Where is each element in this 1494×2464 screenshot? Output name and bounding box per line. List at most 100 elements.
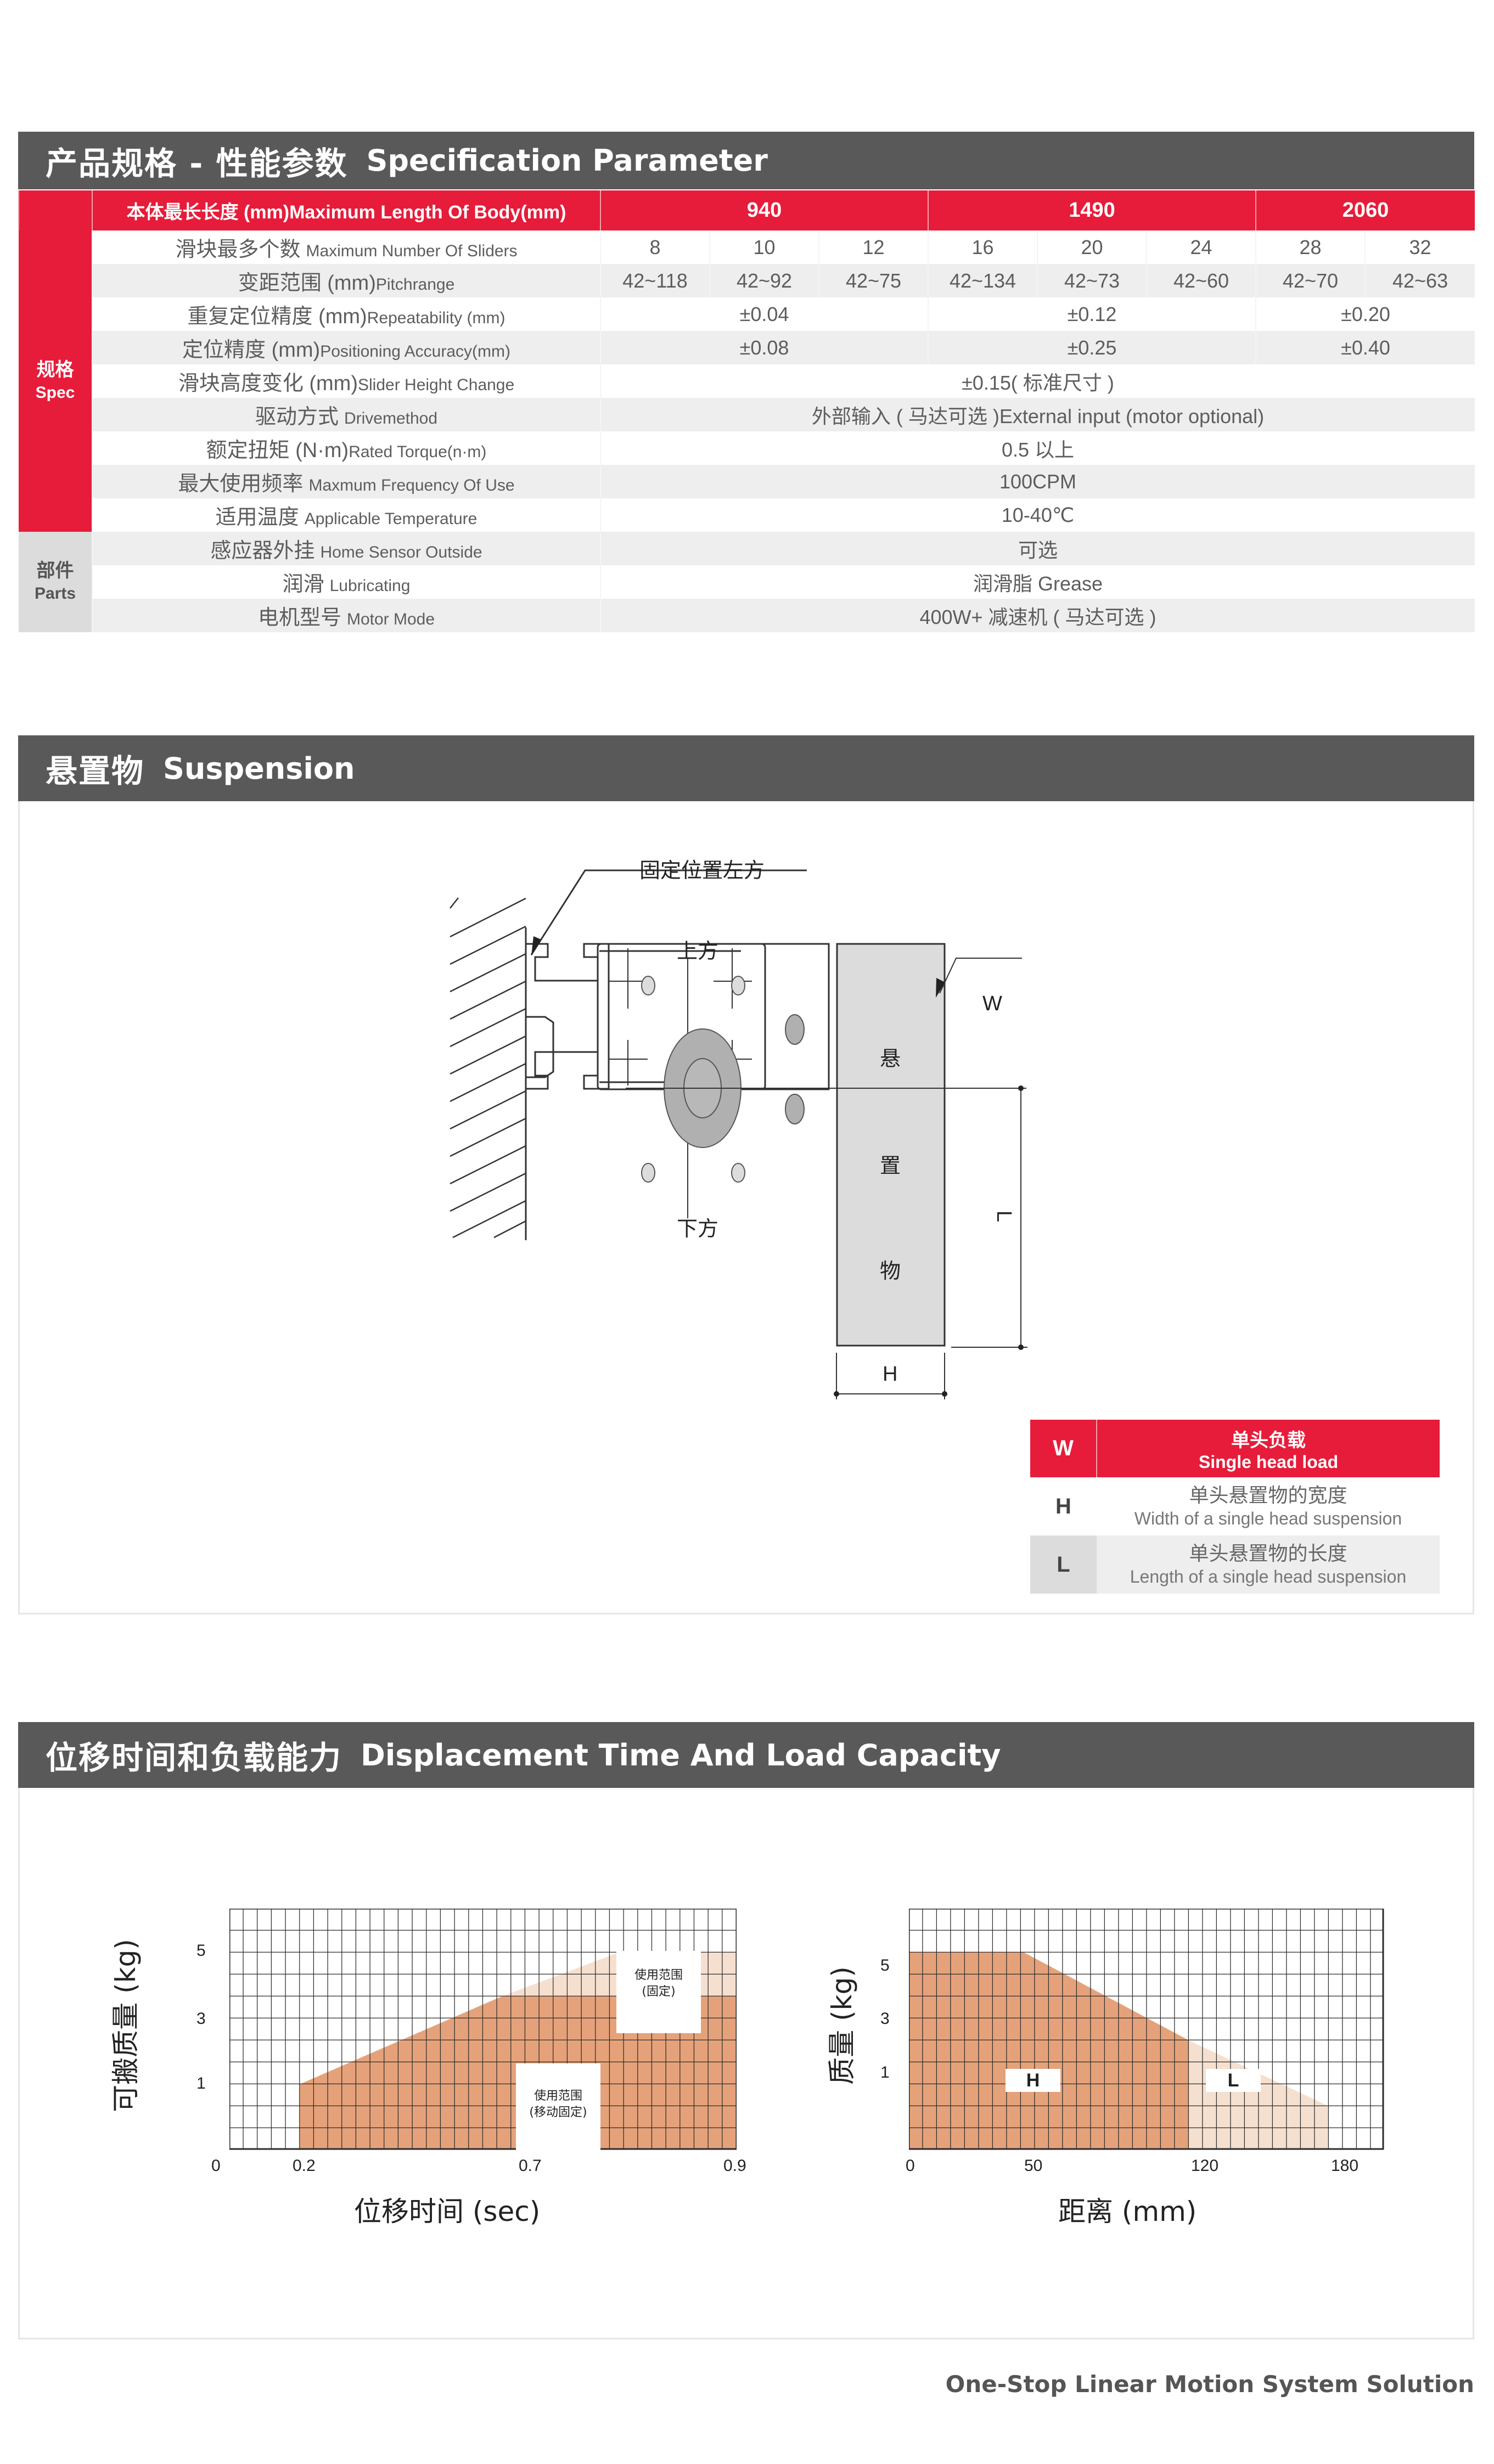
cell: 16 <box>928 230 1038 264</box>
fixed-position-label: 固定位置左方 <box>639 858 765 882</box>
y-tick: 5 <box>880 1956 890 1974</box>
dim-h-label: H <box>883 1363 898 1386</box>
row-label: 最大使用频率 Maxmum Frequency Of Use <box>92 465 600 498</box>
cell: 42~60 <box>1146 264 1256 297</box>
legend-row-l: L 单头悬置物的长度 Length of a single head suspe… <box>1030 1535 1440 1594</box>
cell: 10 <box>709 230 819 264</box>
x-tick: 0.9 <box>723 2157 746 2175</box>
x-tick: 0.7 <box>519 2157 542 2175</box>
length-1490: 1490 <box>928 190 1256 230</box>
chart-distance-load <box>909 1909 1384 2150</box>
y-tick: 5 <box>196 1942 206 1960</box>
object-char-2: 置 <box>880 1154 901 1178</box>
y-tick: 3 <box>196 2010 206 2028</box>
footer-tagline: One-Stop Linear Motion System Solution <box>945 2371 1474 2398</box>
legend-zh: 单头悬置物的宽度 <box>1189 1484 1347 1506</box>
suspension-section-header: 悬置物 Suspension <box>18 735 1474 801</box>
table-row: 定位精度 (mm)Positioning Accuracy(mm) ±0.08 … <box>19 331 1475 364</box>
legend-key: L <box>1030 1535 1097 1594</box>
cell: 可选 <box>599 532 1475 565</box>
note-fixed-range: 使用范围(固定) <box>616 1951 701 2033</box>
row-label: 感应器外挂 Home Sensor Outside <box>92 532 600 565</box>
cell: 外部输入 ( 马达可选 )External input (motor optio… <box>599 398 1475 431</box>
suspension-title-zh: 悬置物 <box>46 752 145 790</box>
cell: 8 <box>600 230 710 264</box>
spec-header-row: 本体最长长度 (mm)Maximum Length Of Body(mm) 94… <box>18 190 1475 230</box>
cell: 润滑脂 Grease <box>599 565 1475 599</box>
table-row: 滑块高度变化 (mm)Slider Height Change ±0.15( 标… <box>19 364 1475 398</box>
y-tick: 3 <box>880 2010 890 2028</box>
cell: 24 <box>1146 230 1256 264</box>
side-group-parts-en: Parts <box>34 584 76 603</box>
cell: ±0.08 <box>599 331 929 364</box>
x-tick: 120 <box>1191 2157 1219 2175</box>
row-label: 变距范围 (mm)Pitchrange <box>92 264 600 297</box>
cell: ±0.12 <box>928 297 1256 331</box>
table-row: 额定扭矩 (N·m)Rated Torque(n·m) 0.5 以上 <box>19 431 1475 465</box>
length-2060: 2060 <box>1255 190 1475 230</box>
table-row: 适用温度 Applicable Temperature 10-40℃ <box>19 498 1475 532</box>
row-label: 重复定位精度 (mm)Repeatability (mm) <box>92 297 600 331</box>
side-group-parts: 部件 Parts <box>19 532 92 632</box>
suspension-title-en: Suspension <box>163 751 355 786</box>
cell: 42~75 <box>818 264 929 297</box>
x-tick: 0.2 <box>293 2157 316 2175</box>
length-940: 940 <box>599 190 929 230</box>
table-row: 规格 Spec 滑块最多个数 Maximum Number Of Sliders… <box>19 230 1475 532</box>
capacity-title-zh: 位移时间和负载能力 <box>46 1739 342 1776</box>
cell: ±0.40 <box>1255 331 1475 364</box>
legend-en: Length of a single head suspension <box>1130 1567 1407 1587</box>
cell: ±0.04 <box>599 297 929 331</box>
cell: 42~70 <box>1255 264 1366 297</box>
table-row: 变距范围 (mm)Pitchrange 42~118 42~92 42~75 4… <box>19 264 1475 297</box>
spec-table: 本体最长长度 (mm)Maximum Length Of Body(mm) 94… <box>18 190 1475 632</box>
legend-en: Single head load <box>1198 1452 1339 1472</box>
table-row: 润滑 Lubricating 润滑脂 Grease <box>19 565 1475 599</box>
object-char-3: 物 <box>880 1259 901 1283</box>
max-length-label: 本体最长长度 (mm)Maximum Length Of Body(mm) <box>92 190 600 230</box>
suspension-diagram <box>450 869 1027 1399</box>
cell: 42~73 <box>1037 264 1147 297</box>
cell: 28 <box>1255 230 1366 264</box>
spec-title-en: Specification Parameter <box>366 143 768 178</box>
row-label: 润滑 Lubricating <box>92 565 600 599</box>
x-axis-title: 距离 (mm) <box>1058 2196 1197 2227</box>
legend-desc: 单头悬置物的长度 Length of a single head suspens… <box>1097 1535 1440 1594</box>
cell: 12 <box>818 230 929 264</box>
cell: ±0.15( 标准尺寸 ) <box>599 364 1475 398</box>
legend-key: H <box>1030 1477 1097 1535</box>
object-char-1: 悬 <box>880 1047 901 1071</box>
top-label: 上方 <box>677 939 719 963</box>
table-row: 最大使用频率 Maxmum Frequency Of Use 100CPM <box>19 465 1475 498</box>
cell: 42~92 <box>709 264 819 297</box>
cell: 42~134 <box>928 264 1038 297</box>
row-label: 额定扭矩 (N·m)Rated Torque(n·m) <box>92 431 600 465</box>
cell: 100CPM <box>599 465 1475 498</box>
x-axis-title: 位移时间 (sec) <box>354 2196 541 2227</box>
row-label: 适用温度 Applicable Temperature <box>92 498 600 532</box>
dim-w-label: W <box>982 992 1002 1015</box>
note-h: H <box>1006 2069 1060 2092</box>
table-row: 重复定位精度 (mm)Repeatability (mm) ±0.04 ±0.1… <box>19 297 1475 331</box>
x-tick: 180 <box>1331 2157 1359 2175</box>
side-group-spec: 规格 Spec <box>19 230 92 532</box>
cell: 0.5 以上 <box>599 431 1475 465</box>
spec-title-zh: 产品规格 - 性能参数 <box>46 144 348 182</box>
capacity-title-en: Displacement Time And Load Capacity <box>361 1737 1001 1773</box>
row-label: 电机型号 Motor Mode <box>92 599 600 632</box>
table-row: 电机型号 Motor Mode 400W+ 减速机 ( 马达可选 ) <box>19 599 1475 632</box>
cell: 42~118 <box>600 264 710 297</box>
note-l: L <box>1206 2069 1261 2092</box>
legend-row-h: H 单头悬置物的宽度 Width of a single head suspen… <box>1030 1477 1440 1535</box>
legend-desc: 单头悬置物的宽度 Width of a single head suspensi… <box>1097 1477 1440 1535</box>
dimension-legend: W 单头负载 Single head load H 单头悬置物的宽度 Width… <box>1030 1420 1440 1594</box>
row-label: 滑块最多个数 Maximum Number Of Sliders <box>92 230 600 264</box>
cell: 10-40℃ <box>599 498 1475 532</box>
row-label: 定位精度 (mm)Positioning Accuracy(mm) <box>92 331 600 364</box>
legend-row-w: W 单头负载 Single head load <box>1030 1420 1440 1477</box>
spec-section-header: 产品规格 - 性能参数 Specification Parameter <box>18 132 1474 189</box>
table-row: 部件 Parts 感应器外挂 Home Sensor Outside 可选 <box>19 532 1475 632</box>
side-group-spec-zh: 规格 <box>36 359 74 380</box>
y-axis-title: 质量 (kg) <box>826 1966 858 2085</box>
note-moving-range: 使用范围(移动固定) <box>516 2063 600 2159</box>
